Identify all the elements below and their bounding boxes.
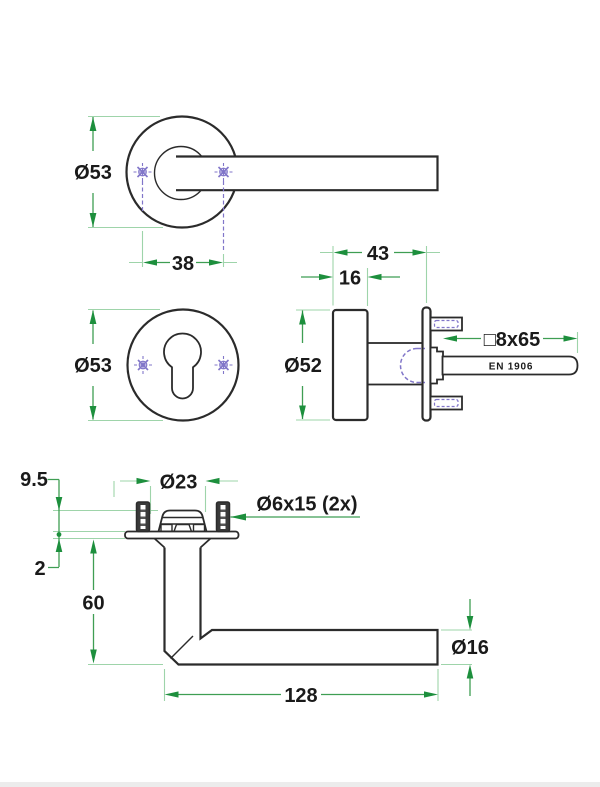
dim-label-rose-depth: 16 xyxy=(339,268,361,290)
dim-rose-diameter-front: Ø53 xyxy=(74,117,112,227)
dim-label-plate-thickness: 2 xyxy=(34,558,45,580)
lever-rose-front-view: Ø53 38 xyxy=(74,115,439,275)
center-mark-left xyxy=(134,356,152,374)
lever-profile-side-view: 9.5 2 60 Ø23 Ø6x15 (2x) 128 xyxy=(20,469,489,707)
lever-profile xyxy=(163,547,439,666)
escutcheon-front-view: Ø53 xyxy=(74,308,240,422)
dim-rose-depth: 16 xyxy=(301,268,400,290)
rose-spindle-side-view: EN 1906 43 16 Ø52 □8x65 xyxy=(284,243,579,422)
dim-label-grip-diameter: Ø16 xyxy=(451,637,489,659)
dim-label-screw-spec: Ø6x15 (2x) xyxy=(256,494,357,516)
euro-cylinder-keyhole xyxy=(163,332,202,400)
dim-label-boss-diameter: Ø23 xyxy=(160,472,198,494)
dim-label-escutcheon-diameter: Ø53 xyxy=(74,355,112,377)
center-mark-right xyxy=(214,163,233,181)
callout-screw-spec: Ø6x15 (2x) xyxy=(230,494,360,521)
spring-cassette xyxy=(157,509,208,533)
page-edge-strip xyxy=(0,782,600,787)
spindle xyxy=(441,355,579,376)
dim-label-lever-length: 128 xyxy=(284,685,317,707)
dim-label-fixing-spacing: 38 xyxy=(172,253,194,275)
dim-label-spindle-spec: □8x65 xyxy=(484,329,541,351)
dim-fixing-spacing: 38 xyxy=(143,253,223,275)
dim-boss-diameter: Ø23 xyxy=(136,472,220,494)
center-mark-left xyxy=(133,163,152,181)
dim-spindle-spec: □8x65 xyxy=(443,329,578,351)
screw-boss-bottom xyxy=(429,395,463,411)
dim-label-clip-height: 9.5 xyxy=(20,469,48,491)
rose-body-side xyxy=(331,308,369,422)
dim-total-depth: 43 xyxy=(333,243,427,265)
dim-grip-diameter: Ø16 xyxy=(451,599,489,696)
dim-label-total-depth: 43 xyxy=(367,243,389,265)
backplate-edge xyxy=(124,530,240,540)
spring-clip-hidden xyxy=(399,347,425,384)
dim-lever-length: 128 xyxy=(164,685,438,707)
screw-boss-top xyxy=(429,316,463,332)
dim-clip-height: 9.5 2 xyxy=(20,469,63,580)
bend-miter-line xyxy=(170,635,194,659)
screw-post-left xyxy=(135,501,151,533)
screw-post-right xyxy=(215,501,231,533)
dim-label-rose-diameter: Ø53 xyxy=(74,162,112,184)
center-mark-right xyxy=(214,356,233,374)
backplate-side xyxy=(421,306,432,422)
neck-flare xyxy=(153,537,212,549)
spindle-clamp xyxy=(429,346,444,385)
dim-lever-drop: 60 xyxy=(82,539,105,664)
dim-label-lever-drop: 60 xyxy=(82,593,104,615)
lever-grip-front xyxy=(176,155,439,192)
spindle-marking: EN 1906 xyxy=(489,362,534,373)
dim-escutcheon-diameter: Ø53 xyxy=(74,310,112,420)
dim-label-rose-diameter-side: Ø52 xyxy=(284,355,322,377)
dim-rose-diameter-side: Ø52 xyxy=(284,310,322,420)
